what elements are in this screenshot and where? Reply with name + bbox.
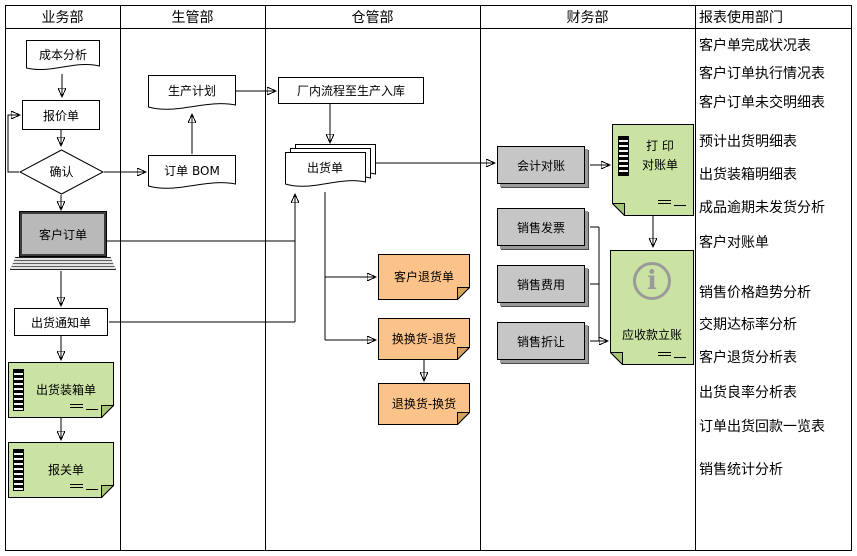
packing-list-note: 出货装箱单 (8, 362, 114, 418)
quotation-label: 报价单 (42, 108, 79, 123)
lane-header-warehouse: 仓管部 (351, 10, 394, 26)
printer-stripes-icon (618, 136, 629, 176)
report-item: 出货装箱明细表 (699, 167, 797, 183)
lane-header-reports: 报表使用部门 (699, 10, 783, 26)
sales-expense-label: 销售费用 (516, 277, 565, 292)
report-item: 订单出货回款一览表 (699, 419, 825, 435)
signature-lines-icon (658, 200, 686, 206)
report-item: 客户订单执行情况表 (699, 66, 825, 82)
print-statement-note: 打 印 对账单 (612, 124, 694, 216)
arrow-confirm-loop-quotation (7, 115, 19, 173)
info-icon: i (633, 262, 671, 300)
customer-order-label: 客户订单 (38, 227, 87, 242)
report-item: 客户退货分析表 (699, 350, 797, 366)
confirm-label: 确认 (49, 164, 74, 179)
sales-allowance-box: 销售折让 (497, 322, 585, 360)
shipping-notice-label: 出货通知单 (30, 315, 91, 330)
production-plan-document: 生产计划 (148, 75, 236, 113)
lane-header-business: 业务部 (41, 10, 84, 26)
print-line1: 打 印 (646, 139, 674, 153)
cost-analysis-label: 成本分析 (38, 47, 87, 62)
report-item: 交期达标率分析 (699, 317, 797, 333)
reconciliation-label: 会计对账 (516, 158, 565, 173)
report-item: 出货良率分析表 (699, 385, 797, 401)
factory-inbound-label: 厂内流程至生产入库 (296, 84, 405, 98)
report-item: 客户单完成状况表 (699, 38, 811, 54)
lane-header-finance: 财务部 (566, 10, 609, 26)
customs-declaration-note: 报关单 (8, 442, 114, 498)
report-item: 客户对账单 (699, 235, 769, 251)
report-item: 客户订单未交明细表 (699, 95, 825, 111)
quotation-box: 报价单 (22, 100, 100, 130)
exchange-return-note: 换换货-退货 (378, 318, 470, 360)
print-statement-label: 打 印 对账单 (632, 137, 688, 175)
confirm-diamond: 确认 (19, 149, 104, 195)
barcode-icon (13, 369, 24, 411)
reconciliation-box: 会计对账 (497, 146, 585, 184)
sales-allowance-label: 销售折让 (516, 334, 565, 349)
packing-list-label: 出货装箱单 (35, 382, 96, 397)
print-line2: 对账单 (641, 158, 678, 172)
customer-return-note: 客户退货单 (378, 254, 470, 300)
cost-analysis-document: 成本分析 (26, 40, 100, 74)
barcode-icon (13, 449, 24, 491)
receivable-posting-note: i 应收款立账 (610, 250, 694, 365)
production-plan-label: 生产计划 (167, 84, 216, 98)
order-bom-document: 订单 BOM (148, 155, 236, 192)
exchange-return-label: 换换货-退货 (391, 331, 457, 346)
sales-invoice-label: 销售发票 (516, 220, 565, 235)
sales-expense-box: 销售费用 (497, 265, 585, 303)
report-item: 销售统计分析 (699, 462, 783, 478)
report-item: 成品逾期未发货分析 (699, 200, 825, 216)
report-item: 预计出货明细表 (699, 134, 797, 150)
customer-order-computer: 客户订单 (19, 211, 107, 257)
customs-label: 报关单 (47, 462, 84, 477)
outer-border (5, 5, 852, 551)
shipping-notice-box: 出货通知单 (14, 308, 108, 336)
shipping-order-label: 出货单 (306, 160, 343, 175)
order-bom-label: 订单 BOM (164, 163, 220, 178)
signature-lines-icon (70, 404, 98, 410)
customer-return-label: 客户退货单 (393, 269, 454, 284)
lane-header-production: 生管部 (171, 10, 214, 26)
return-exchange-label: 退换货-换货 (391, 396, 457, 411)
computer-keyboard-icon (10, 257, 116, 270)
report-item: 销售价格趋势分析 (699, 285, 811, 301)
factory-inbound-box: 厂内流程至生产入库 (278, 77, 424, 104)
receivable-posting-label: 应收款立账 (621, 327, 682, 342)
shipping-order-documents: 出货单 (285, 144, 376, 194)
signature-lines-icon (70, 484, 98, 490)
sales-invoice-box: 销售发票 (497, 208, 585, 246)
return-exchange-note: 退换货-换货 (378, 383, 470, 425)
signature-lines-icon (658, 352, 686, 358)
